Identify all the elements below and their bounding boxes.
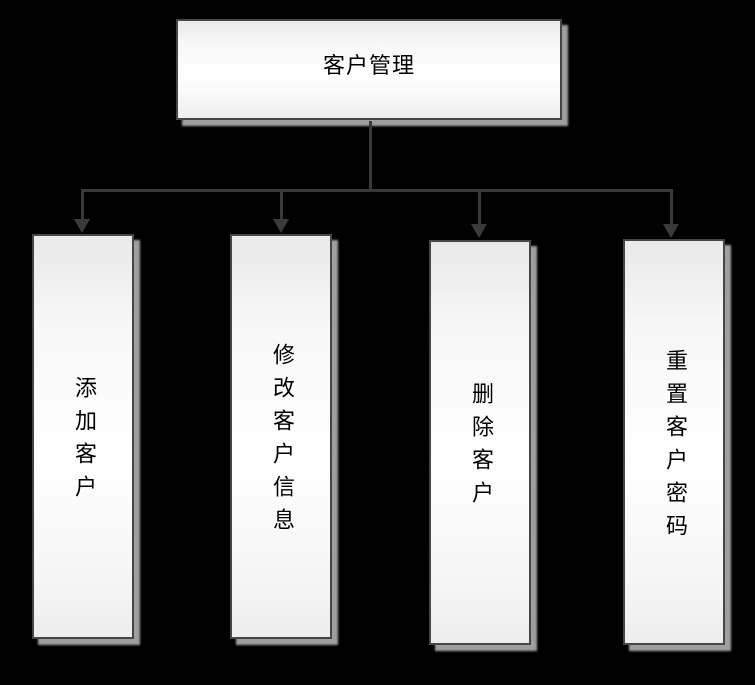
- node-reset-customer-password: 重置客户密码: [623, 239, 725, 645]
- arrow-down-icon: [471, 224, 487, 238]
- connector-stem: [369, 121, 372, 190]
- connector-drop-2: [280, 192, 283, 220]
- node-label: 客户管理: [322, 53, 415, 79]
- node-edit-customer-info: 修改客户信息: [230, 234, 332, 639]
- node-add-customer: 添加客户: [32, 234, 134, 639]
- node-label: 添加客户: [71, 376, 96, 508]
- node-label: 删除客户: [468, 382, 493, 514]
- arrow-down-icon: [273, 219, 289, 233]
- node-delete-customer: 删除客户: [429, 240, 531, 645]
- node-label: 重置客户密码: [662, 348, 687, 547]
- arrow-down-icon: [663, 224, 679, 238]
- connector-drop-4: [670, 192, 673, 225]
- connector-drop-3: [478, 192, 481, 225]
- node-customer-management: 客户管理: [176, 19, 562, 120]
- connector-branch-line: [81, 189, 673, 192]
- connector-drop-1: [81, 192, 84, 220]
- node-label: 修改客户信息: [269, 343, 294, 541]
- arrow-down-icon: [74, 219, 90, 233]
